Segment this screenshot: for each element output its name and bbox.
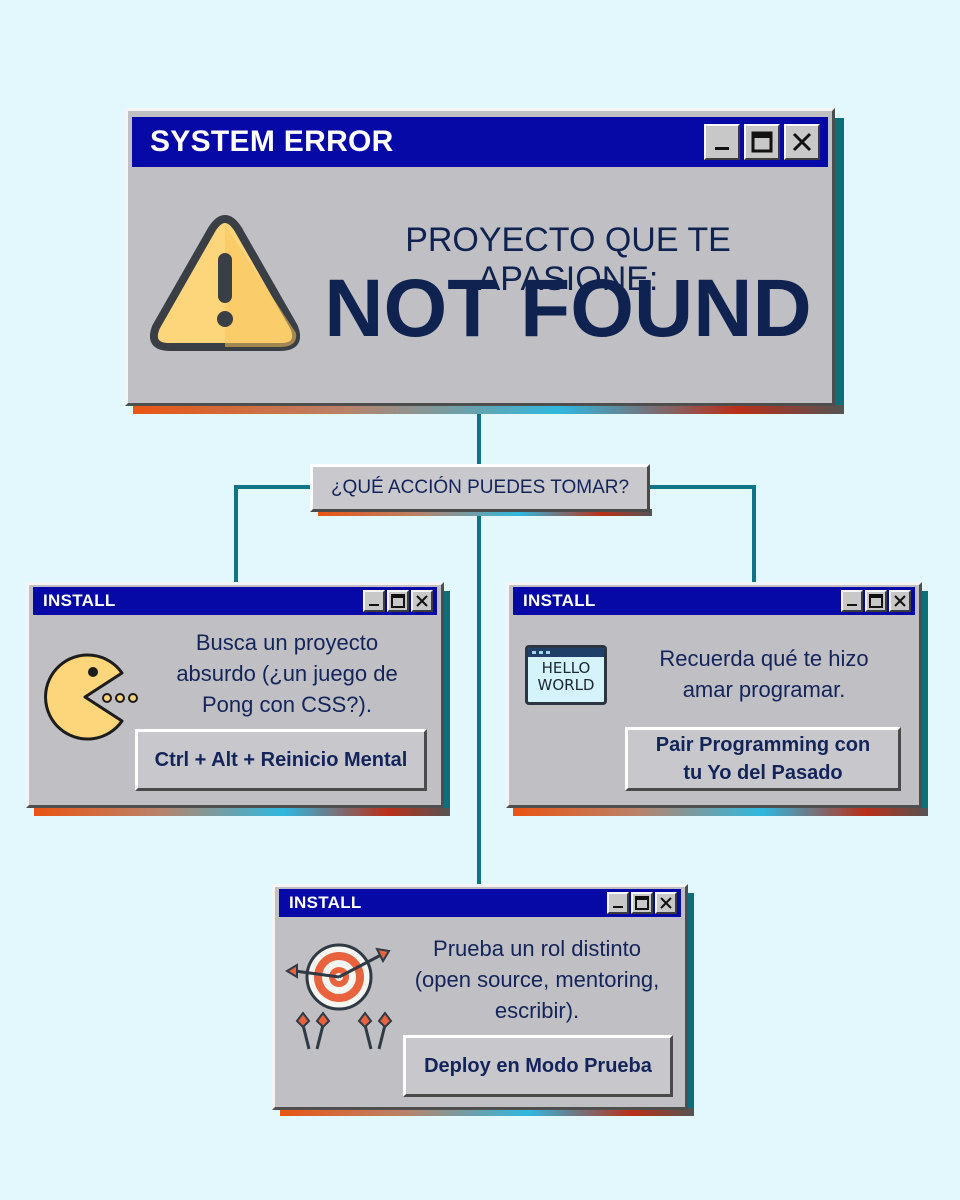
install-window-right: INSTALL HELLO WORLD Recuerda qué te hizo… [506,582,922,808]
bottom-window-shadow [688,893,694,1116]
install-window-bottom: INSTALL Prueba un rol distinto (open sou… [272,884,688,1110]
maximize-icon [869,594,883,608]
target-arrows-icon [285,943,393,1050]
text-line: Pong con CSS?). [202,692,372,717]
main-window-shadow-bottom [133,405,844,414]
right-window-shadow [922,591,928,816]
main-headline: NOT FOUND [324,263,812,354]
connector-left-vertical [234,485,238,585]
install-title-right: INSTALL [523,591,596,610]
left-window-shadow-bottom [34,808,450,816]
maximize-icon [751,131,773,153]
close-icon [792,132,812,152]
hello-world-icon-bar [528,648,604,657]
main-subtitle: PROYECTO QUE TE APASIONE: [405,221,731,298]
connector-question-to-bottom [477,512,481,887]
maximize-icon [635,896,649,910]
connector-left-horizontal [234,485,314,489]
text-line: amar programar. [682,677,846,702]
install-window-left: INSTALL Busca un proyecto absurdo (¿un j… [26,582,444,808]
close-button[interactable] [889,590,911,612]
connector-main-to-question [477,410,481,468]
minimize-icon [715,147,729,150]
window-title: SYSTEM ERROR [150,125,394,158]
install-text-left: Busca un proyecto absurdo (¿un juego de … [147,627,427,720]
minimize-button[interactable] [841,590,863,612]
maximize-button[interactable] [744,124,780,160]
install-titlebar-bottom[interactable]: INSTALL [279,889,681,917]
install-title-left: INSTALL [43,591,116,610]
button-label: tu Yo del Pasado [683,762,843,784]
install-text-right: Recuerda qué te hizo amar programar. [619,643,909,705]
text-line: (open source, mentoring, [414,967,660,992]
text-line: absurdo (¿un juego de [176,661,398,686]
question-shadow [318,509,652,516]
minimize-button[interactable] [704,124,740,160]
install-text-bottom: Prueba un rol distinto (open source, men… [397,933,677,1026]
text-line: Recuerda qué te hizo [659,646,869,671]
connector-right-horizontal [645,485,756,489]
bottom-window-shadow-bottom [280,1108,694,1116]
system-error-titlebar[interactable]: SYSTEM ERROR [132,117,828,167]
minimize-icon [613,906,623,908]
hello-world-window-icon: HELLO WORLD [525,645,607,705]
button-label: Deploy en Modo Prueba [424,1055,652,1077]
close-button[interactable] [411,590,433,612]
maximize-button[interactable] [631,892,653,914]
close-icon [894,595,906,607]
pair-programming-button[interactable]: Pair Programming con tu Yo del Pasado [625,727,901,791]
maximize-button[interactable] [865,590,887,612]
minimize-button[interactable] [363,590,385,612]
deploy-modo-prueba-button[interactable]: Deploy en Modo Prueba [403,1035,673,1097]
icon-text-line: WORLD [537,676,595,694]
hello-world-icon-text: HELLO WORLD [528,657,604,694]
text-line: escribir). [494,998,580,1023]
close-button[interactable] [784,124,820,160]
left-window-shadow [444,591,450,816]
system-error-window: SYSTEM ERROR PROYECTO QUE TE APASIONE: N… [125,108,835,406]
main-window-shadow [835,118,844,412]
button-label: Pair Programming con [655,734,871,756]
text-line: Busca un proyecto [195,630,379,655]
minimize-button[interactable] [607,892,629,914]
question-box: ¿QUÉ ACCIÓN PUEDES TOMAR? [310,464,650,512]
text-line: Prueba un rol distinto [433,936,641,961]
install-titlebar-left[interactable]: INSTALL [33,587,437,615]
connector-right-vertical [752,485,756,585]
close-icon [416,595,428,607]
install-titlebar-right[interactable]: INSTALL [513,587,915,615]
maximize-button[interactable] [387,590,409,612]
icon-text-line: HELLO [541,659,591,677]
close-button[interactable] [655,892,677,914]
pacman-icon [44,653,138,741]
button-label: Ctrl + Alt + Reinicio Mental [154,749,408,771]
warning-icon [150,215,300,351]
close-icon [660,897,672,909]
minimize-icon [847,604,857,606]
install-title-bottom: INSTALL [289,893,362,912]
maximize-icon [391,594,405,608]
right-window-shadow-bottom [513,808,928,816]
reinicio-mental-button[interactable]: Ctrl + Alt + Reinicio Mental [135,729,427,791]
minimize-icon [369,604,379,606]
